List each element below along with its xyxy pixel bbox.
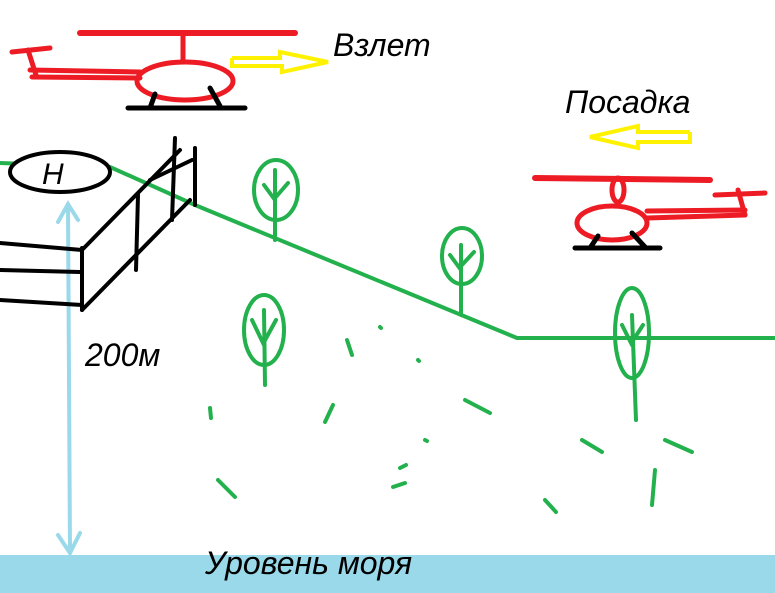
grass (208, 325, 694, 514)
trees (242, 158, 651, 422)
helipad-label: H (42, 158, 64, 191)
helipad: H (8, 150, 112, 194)
helicopter-landing (532, 175, 768, 251)
helicopter-takeoff (9, 30, 298, 111)
height-label: 200м (84, 337, 160, 373)
landing-label: Посадка (565, 84, 690, 120)
building (0, 136, 197, 312)
tree (613, 286, 651, 422)
tree (242, 293, 286, 387)
height-arrow (56, 200, 82, 557)
sea-level-label: Уровень моря (204, 545, 412, 581)
sea-band (0, 555, 775, 593)
arrow-left-icon (589, 123, 692, 151)
tree (252, 158, 300, 242)
tree (440, 226, 484, 317)
takeoff-label: Взлет (333, 27, 431, 63)
arrow-right-icon (230, 49, 329, 75)
